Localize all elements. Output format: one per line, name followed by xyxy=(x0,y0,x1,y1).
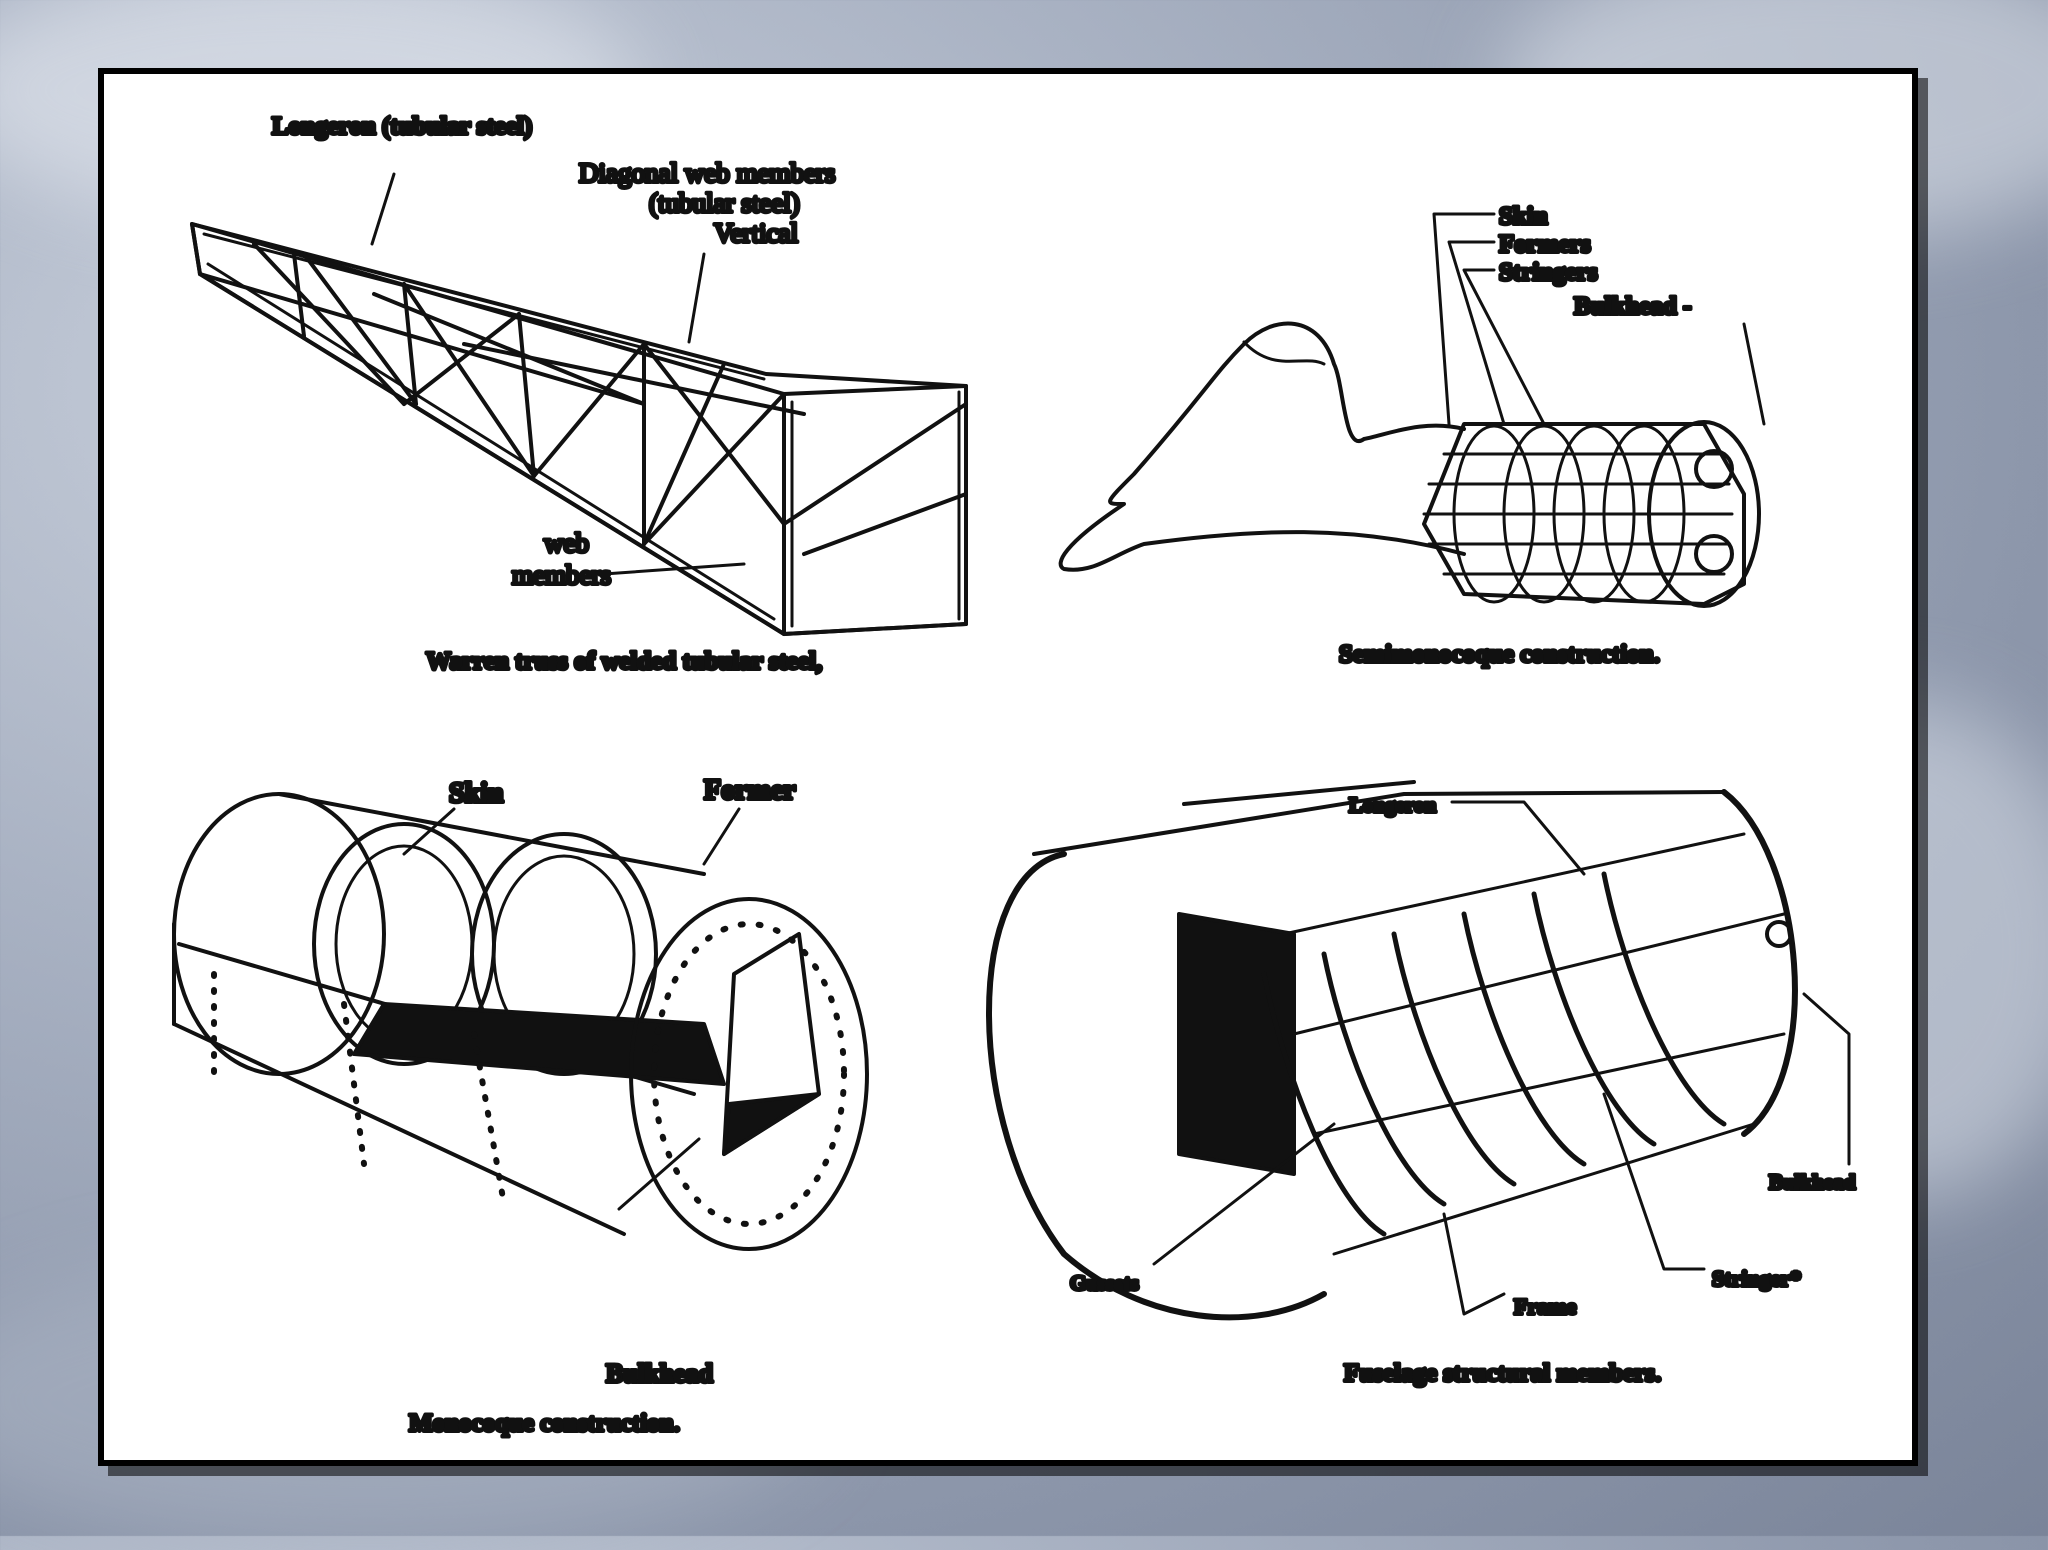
truss-vertical-label: Vertical xyxy=(714,218,798,248)
mono-caption: Monocoque construction. xyxy=(409,1410,680,1437)
fuselage-construction-diagram: Longeron (tubular steel) Diagonal web me… xyxy=(172,111,1858,1439)
fuselage-longeron-label: Longeron xyxy=(1349,793,1436,817)
truss-web-label-line2: members xyxy=(512,560,611,590)
truss-longeron-label: Longeron (tubular steel) xyxy=(272,113,532,140)
semimono-bulkhead-label: Bulkhead - xyxy=(1574,293,1691,320)
fuselage-members-drawing xyxy=(986,780,1851,1321)
mono-skin-label: Skin xyxy=(449,778,504,809)
semimono-caption: Semimonocoque construction. xyxy=(1339,641,1660,668)
mono-former-label: Former xyxy=(704,775,796,806)
monocoque-drawing xyxy=(172,792,869,1251)
truss-diagonal-label-line2: (tubular steel) xyxy=(649,188,800,218)
semimono-skin-label: Skin xyxy=(1499,203,1548,230)
fuselage-bulkhead-label: Bulkhead xyxy=(1769,1170,1856,1194)
fuselage-stringer-label: Stringer* xyxy=(1712,1266,1801,1291)
semimono-formers-label: Formers xyxy=(1499,231,1591,258)
truss-caption: Warren truss of welded tubular steel, xyxy=(426,648,822,675)
fuselage-caption: Fuselage structural members. xyxy=(1344,1360,1661,1387)
semimono-stringers-label: Stringers xyxy=(1499,259,1598,286)
fuselage-frame-label: Frame xyxy=(1514,1294,1577,1319)
diagram-panel: Longeron (tubular steel) Diagonal web me… xyxy=(98,68,1918,1466)
warren-truss-drawing xyxy=(190,172,968,636)
truss-web-label-line1: web xyxy=(544,528,589,558)
semimonocoque-drawing xyxy=(1058,212,1766,608)
mono-bulkhead-label: Bulkhead xyxy=(606,1359,713,1388)
truss-diagonal-label-line1: Diagonal web members xyxy=(579,158,835,188)
fuselage-gussets-label: Gussets xyxy=(1070,1271,1139,1295)
